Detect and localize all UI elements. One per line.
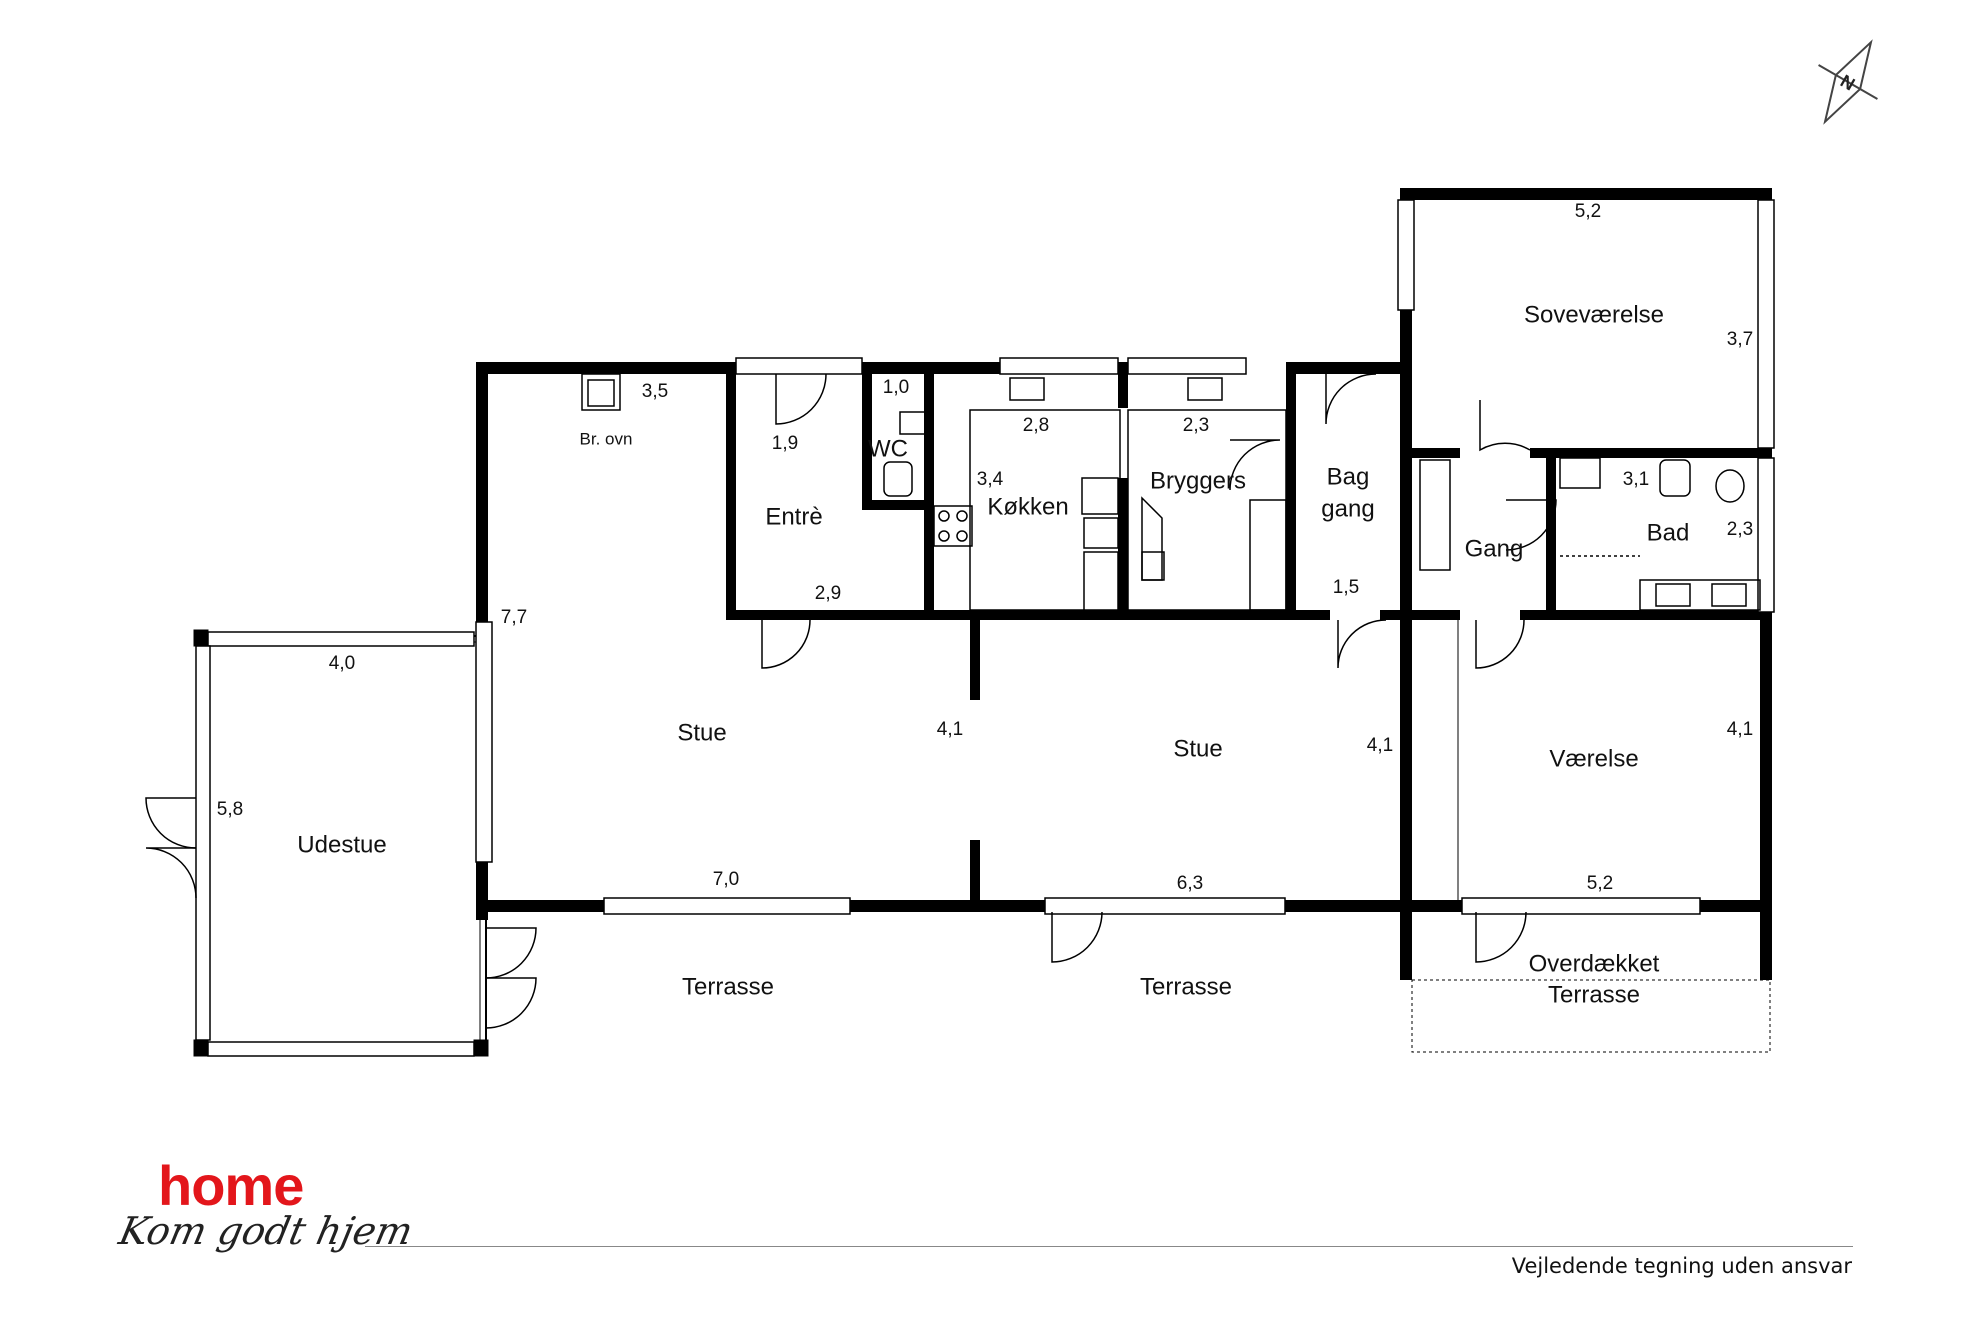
footer-disclaimer: Vejledende tegning uden ansvar — [1511, 1254, 1852, 1278]
room-baggang-line2: gang — [1321, 495, 1374, 522]
bad-toilet-icon — [1659, 459, 1691, 497]
room-bryggers: Bryggers — [1150, 467, 1246, 494]
room-terrasse-middle: Terrasse — [1140, 973, 1232, 1000]
dim-fireplace-wall: 3,5 — [642, 381, 668, 402]
sink-icon — [1009, 377, 1045, 401]
room-stue-middle: Stue — [1173, 735, 1222, 762]
room-overdaekket-line2: Terrasse — [1548, 981, 1640, 1008]
fireplace-label: Br. ovn — [580, 429, 633, 448]
dim-stue-middle-bottom: 6,3 — [1177, 873, 1203, 894]
dim-udestue-side: 5,8 — [217, 799, 243, 820]
windows — [195, 199, 1775, 1057]
brand-logo: home — [158, 1154, 304, 1217]
room-kokken: Køkken — [987, 493, 1068, 520]
dim-baggang-bottom: 1,5 — [1333, 577, 1359, 598]
room-bad: Bad — [1647, 519, 1690, 546]
dim-kokken-top: 2,8 — [1023, 415, 1049, 436]
dim-bad-top: 3,1 — [1623, 469, 1649, 490]
dim-wc-top: 1,0 — [883, 377, 909, 398]
footer-divider — [365, 1246, 1853, 1247]
room-stue-left: Stue — [677, 719, 726, 746]
brand-tagline: Kom godt hjem — [115, 1209, 417, 1253]
north-arrow-icon: N — [1818, 39, 1878, 125]
room-wc: WC — [868, 435, 908, 462]
doors — [145, 373, 1557, 1029]
room-baggang-line1: Bag — [1327, 463, 1370, 490]
dim-stue-left-bottom: 7,0 — [713, 869, 739, 890]
room-entre: Entrè — [765, 503, 822, 530]
dim-kokken-side: 3,4 — [977, 469, 1004, 490]
room-vaerelse: Værelse — [1549, 745, 1638, 772]
dim-bad-right: 2,3 — [1727, 519, 1753, 540]
fridge-icon — [1081, 477, 1119, 515]
dim-entre-bottom: 2,9 — [815, 583, 841, 604]
dim-vaerelse-right: 4,1 — [1727, 719, 1753, 740]
dim-stue-left-side: 7,7 — [501, 607, 527, 628]
room-gang: Gang — [1465, 535, 1524, 562]
dim-stue-middle-right: 4,1 — [1367, 735, 1393, 756]
north-label: N — [1837, 71, 1858, 95]
dim-vaerelse-bottom: 5,2 — [1587, 873, 1613, 894]
dim-sove-top: 5,2 — [1575, 201, 1601, 222]
stove-icon — [933, 505, 973, 547]
toilet-icon — [883, 461, 913, 497]
room-overdaekket-line1: Overdækket — [1529, 950, 1660, 977]
fixtures — [581, 373, 1761, 613]
fireplace-icon — [581, 373, 621, 411]
room-sovevaerelse: Soveværelse — [1524, 301, 1664, 328]
dim-bryggers-top: 2,3 — [1183, 415, 1209, 436]
dim-sove-right: 3,7 — [1727, 329, 1753, 350]
dim-entre-side: 1,9 — [772, 433, 798, 454]
dim-udestue-top: 4,0 — [329, 653, 355, 674]
room-terrasse-left: Terrasse — [682, 973, 774, 1000]
bryggers-sink-icon — [1187, 377, 1223, 401]
room-udestue: Udestue — [297, 831, 386, 858]
dim-stue-left-right: 4,1 — [937, 719, 963, 740]
covered-terrace-outline — [1411, 979, 1771, 1053]
